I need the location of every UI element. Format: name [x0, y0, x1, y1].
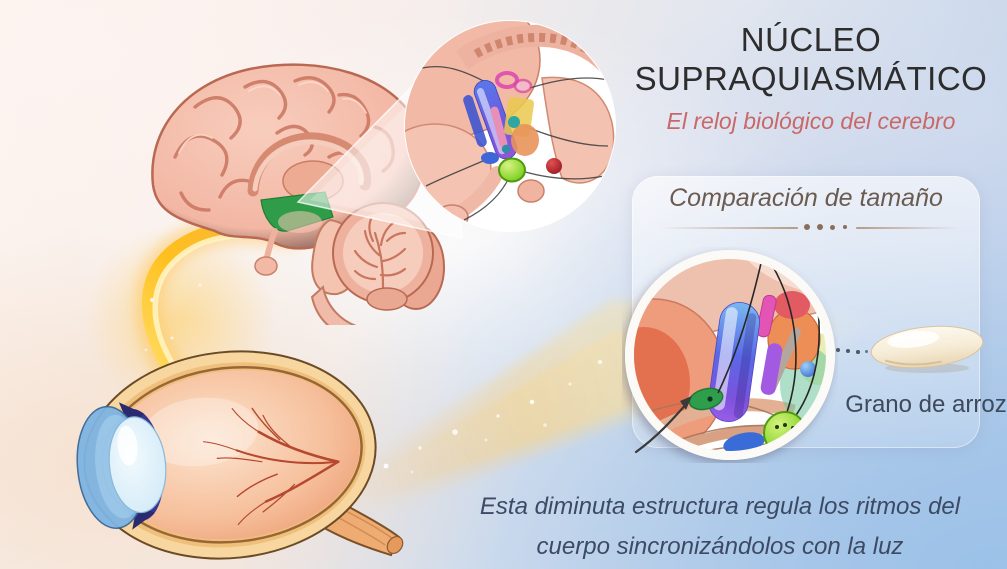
brain-inset-circle: [404, 20, 616, 232]
divider-dot: [804, 224, 810, 230]
divider-line-left: [660, 227, 798, 229]
rice-grain-illustration: [870, 325, 984, 373]
scn-magnified-circle: [625, 250, 835, 460]
connector-dot: [865, 350, 868, 353]
divider-line-right: [856, 227, 958, 229]
caption-line-1: Esta diminuta estructura regula los ritm…: [479, 493, 961, 520]
connector-dot: [846, 349, 850, 353]
divider-dot: [830, 225, 835, 230]
page-title: NÚCLEO SUPRAQUIASMÁTICO: [628, 20, 994, 98]
size-comparison-title: Comparación de tamaño: [669, 184, 943, 212]
rice-grain-label: Grano de arroz: [845, 391, 1007, 418]
eye-illustration: [76, 350, 404, 560]
title-line-2: SUPRAQUIASMÁTICO: [634, 60, 988, 97]
divider-dot: [843, 225, 847, 229]
connector-dot: [836, 348, 840, 352]
page-subtitle: El reloj biológico del cerebro: [666, 108, 956, 134]
scn-pointer-arrow: [634, 396, 692, 454]
caption-line-2: cuerpo sincronizándolos con la luz: [536, 533, 904, 560]
bottom-caption: Esta diminuta estructura regula los ritm…: [420, 487, 1007, 567]
divider-dot: [817, 224, 823, 230]
connector-dot: [856, 350, 860, 354]
title-line-1: NÚCLEO: [740, 21, 882, 58]
